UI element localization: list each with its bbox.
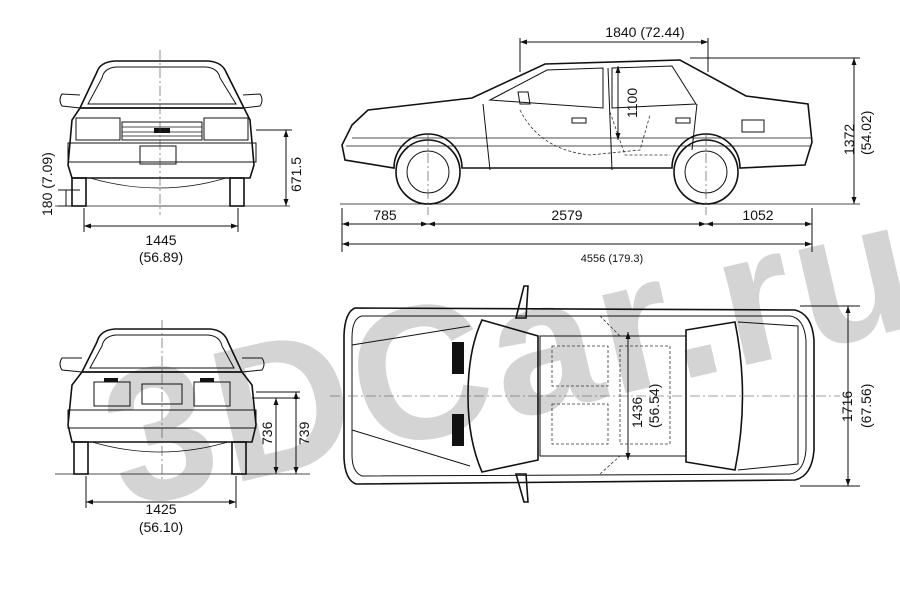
rear-track-inch-label: (56.10): [139, 519, 183, 535]
rear-overhang-label: 1052: [742, 207, 773, 223]
side-view: [340, 38, 860, 252]
watermark-text: 3DCar.ru: [85, 157, 900, 549]
front-track-label: 1445: [145, 232, 176, 248]
front-view: [55, 50, 292, 232]
interior-width-inch-label: (56.54): [646, 384, 662, 428]
overall-width-label: 1716: [839, 391, 855, 422]
watermark-logo: 3DCar.ru: [85, 157, 900, 549]
roof-length-label: 1840 (72.44): [605, 24, 684, 40]
front-bumper-height-label: 671.5: [288, 157, 304, 192]
front-overhang-label: 785: [373, 207, 397, 223]
overall-height-inch-label: (54.02): [858, 111, 874, 155]
interior-width-label: 1436: [629, 397, 645, 428]
overall-length-label: 4556 (179.3): [581, 253, 643, 265]
overall-height-label: 1372: [841, 124, 857, 155]
rear-view: [55, 320, 310, 508]
front-track-inch-label: (56.89): [139, 249, 183, 265]
wheelbase-label: 2579: [551, 207, 582, 223]
rear-height-b-label: 739: [296, 421, 312, 445]
door-height-label: 1100: [624, 88, 640, 118]
hood-vents: [452, 342, 464, 446]
rear-track-label: 1425: [145, 501, 176, 517]
top-view: [330, 285, 860, 503]
overall-width-inch-label: (67.56): [858, 384, 874, 428]
front-ground-clearance-label: 180 (7.09): [39, 152, 55, 216]
rear-height-a-label: 736: [259, 421, 275, 445]
